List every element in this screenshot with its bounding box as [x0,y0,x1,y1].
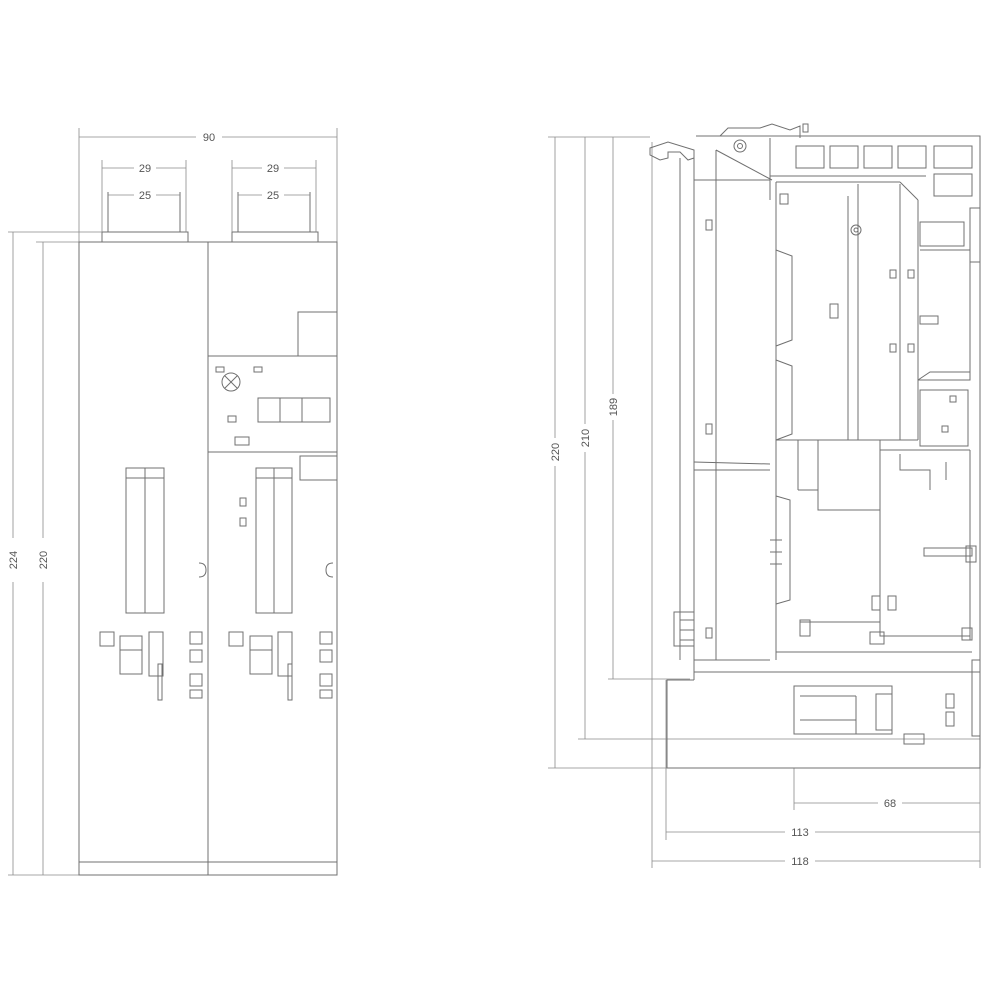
dim-label-side-height-a: 189 [608,398,620,416]
front-left-module [78,241,209,876]
dim-front-width: 90 [78,128,338,245]
dim-label-slot-outer-left: 29 [139,163,151,175]
front-right-module [207,241,338,876]
dim-label-side-height-c: 220 [550,443,562,461]
dim-label-side-height-b: 210 [580,429,592,447]
dim-label-side-depth-b: 113 [791,827,809,839]
dim-label-slot-inner-right: 25 [267,190,279,202]
lower-block [793,659,981,745]
dim-label-front-height-total: 224 [8,551,20,569]
left-top-slot: 29 25 [101,160,189,243]
screw-icon [733,139,747,153]
side-housing [649,135,981,769]
side-view: 220 210 189 68 113 118 [548,123,981,868]
inner-mechanism [770,181,981,660]
dim-side-heights: 220 210 189 [548,136,980,769]
dim-label-slot-inner-left: 25 [139,190,151,202]
dim-front-height: 224 220 [8,231,102,876]
dim-label-side-depth-a: 68 [884,798,896,810]
dim-label-front-height-body: 220 [38,551,50,569]
top-latch [719,123,809,153]
rotary-switch-icon [221,372,241,392]
terminal-windows [769,138,973,200]
dim-label-front-width: 90 [203,132,215,144]
front-view: 90 29 25 29 25 [8,128,338,876]
dim-label-slot-outer-right: 29 [267,163,279,175]
right-top-slot: 29 25 [231,160,319,243]
dim-label-side-depth-c: 118 [791,856,809,868]
dim-side-depths: 68 113 118 [651,142,981,868]
